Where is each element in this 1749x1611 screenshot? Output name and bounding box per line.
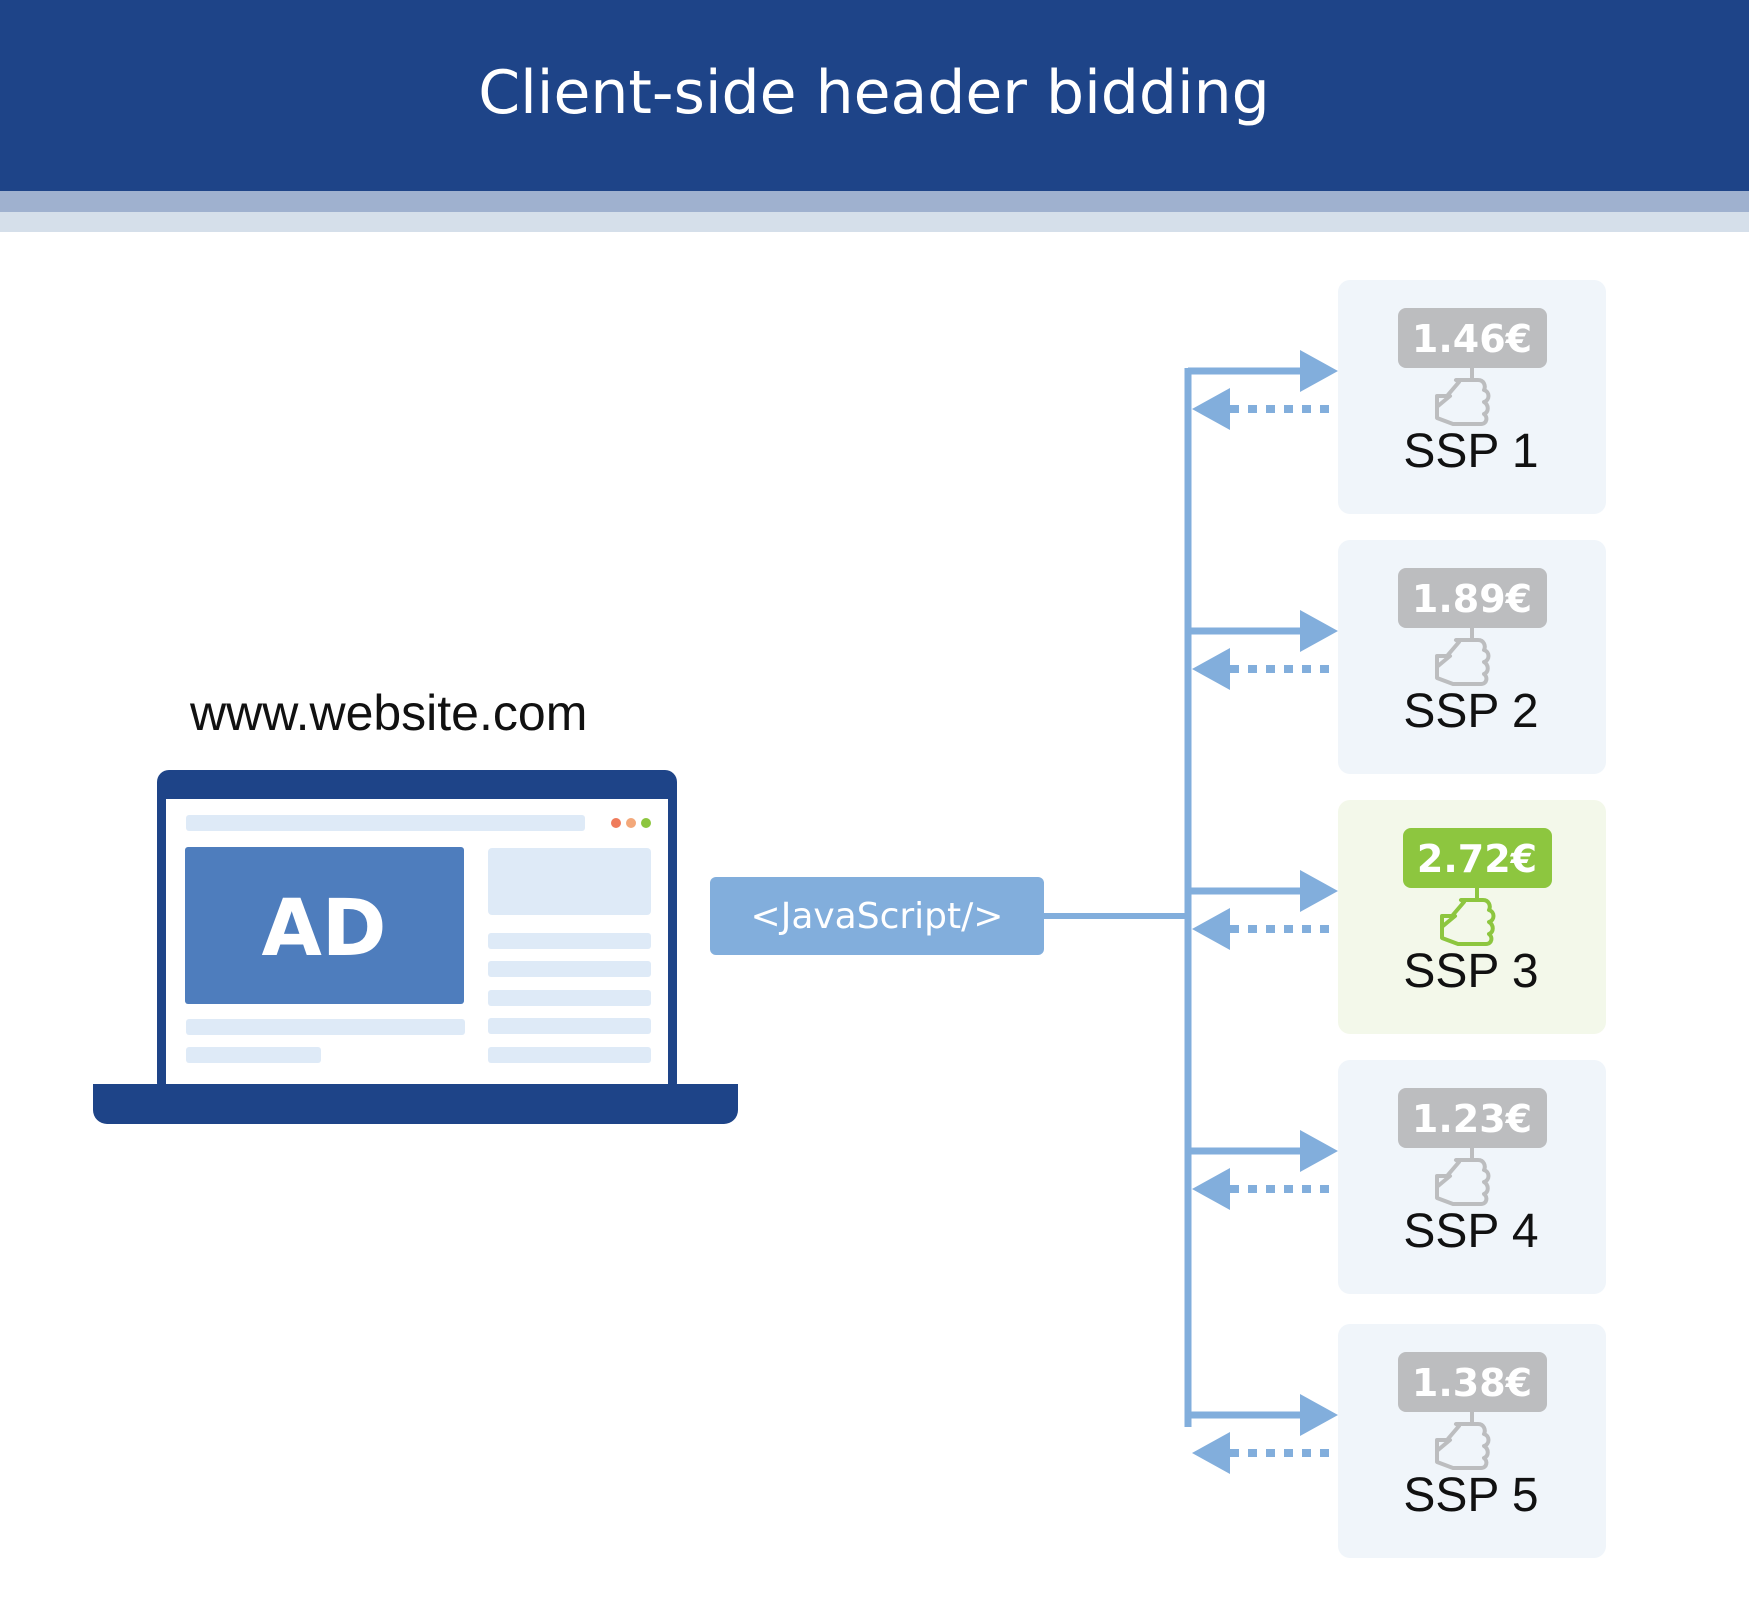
bid-tag [1398, 308, 1547, 368]
bid-price: 1.38€ [1412, 1361, 1532, 1405]
hand-holding-sign-icon [1435, 1146, 1491, 1206]
bid-price: 2.72€ [1417, 837, 1537, 881]
bid-price: 1.23€ [1412, 1097, 1532, 1141]
bid-price: 1.46€ [1412, 317, 1532, 361]
javascript-box [710, 877, 1044, 955]
bid-tag [1398, 568, 1547, 628]
javascript-label: <JavaScript/> [751, 896, 1004, 937]
request-arrow [1188, 1394, 1338, 1436]
ssp-card: 1.46€ SSP 1 [1188, 280, 1606, 514]
ad-slot [185, 847, 464, 1004]
hand-holding-sign-icon [1435, 1410, 1491, 1470]
ssp-name: SSP 2 [1403, 685, 1538, 738]
bid-tag [1398, 1088, 1547, 1148]
ssp-card: 1.89€ SSP 2 [1188, 540, 1606, 774]
bid-response-arrow [1192, 1432, 1338, 1474]
bid-response-arrow [1192, 908, 1338, 950]
ssp-card: 1.38€ SSP 5 [1188, 1324, 1606, 1558]
laptop-icon: AD [93, 770, 738, 1124]
ssp-card: 2.72€ SSP 3 [1188, 800, 1606, 1034]
ssp-name: SSP 4 [1403, 1205, 1538, 1258]
request-arrow [1188, 350, 1338, 392]
bid-response-arrow [1192, 648, 1338, 690]
hand-holding-sign-icon [1435, 366, 1491, 426]
bid-price: 1.89€ [1412, 577, 1532, 621]
bid-tag [1398, 1352, 1547, 1412]
page-title: Client-side header bidding [478, 58, 1270, 128]
header: Client-side header bidding [0, 0, 1749, 232]
ssp-name: SSP 5 [1403, 1469, 1538, 1522]
request-arrow [1188, 610, 1338, 652]
ssp-card: 1.23€ SSP 4 [1188, 1060, 1606, 1294]
request-arrow [1188, 870, 1338, 912]
request-arrow [1188, 1130, 1338, 1172]
ssp-name: SSP 3 [1403, 945, 1538, 998]
bid-tag [1403, 828, 1552, 888]
bid-response-arrow [1192, 388, 1338, 430]
website-url: www.website.com [189, 685, 587, 741]
hand-holding-sign-icon [1435, 626, 1491, 686]
ssp-name: SSP 1 [1403, 425, 1538, 478]
ad-label: AD [261, 884, 386, 974]
bid-response-arrow [1192, 1168, 1338, 1210]
hand-holding-sign-icon [1440, 886, 1496, 946]
